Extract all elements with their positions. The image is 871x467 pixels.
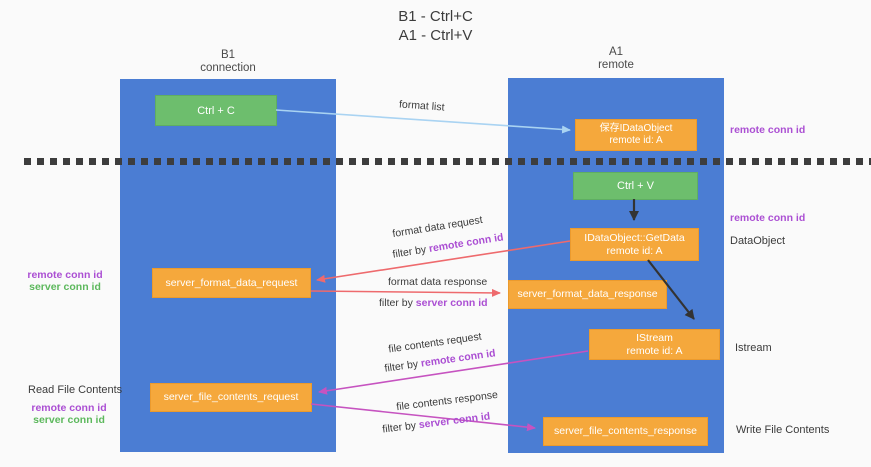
right-panel-subtitle: remote: [598, 59, 634, 71]
server-format-data-request-label: server_format_data_request: [165, 276, 298, 289]
filter-by-text: filter by: [381, 419, 420, 436]
server-file-contents-request-label: server_file_contents_request: [163, 391, 299, 404]
server-conn-id-highlight: server conn id: [418, 410, 491, 432]
server-file-contents-request-box: server_file_contents_request: [150, 383, 312, 412]
left-bottom-conn-ids: remote conn id server conn id: [24, 402, 114, 426]
arrow-format-data-response: [310, 288, 501, 297]
filter-by-text: filter by: [391, 243, 430, 261]
remote-conn-id-label-mid: remote conn id: [730, 212, 806, 224]
left-panel-name: B1: [220, 49, 236, 61]
write-file-contents-label: Write File Contents: [736, 424, 830, 436]
server-file-contents-response-box: server_file_contents_response: [543, 417, 708, 446]
ctrl-c-label: Ctrl + C: [197, 104, 235, 117]
remote-conn-id-label: remote conn id: [27, 269, 103, 281]
left-panel-subtitle: connection: [200, 62, 256, 74]
title-line-1: B1 - Ctrl+C: [398, 8, 473, 25]
format-list-label: format list: [398, 98, 445, 114]
ctrl-v-box: Ctrl + V: [573, 172, 698, 200]
filter-by-text: filter by: [383, 357, 422, 375]
format-data-response-label: format data response: [388, 276, 488, 288]
server-conn-id-highlight: server conn id: [415, 297, 488, 309]
remote-conn-id-highlight: remote conn id: [428, 231, 505, 255]
server-conn-id-label: server conn id: [33, 414, 105, 426]
left-top-conn-ids: remote conn id server conn id: [20, 269, 110, 293]
server-file-contents-response-label: server_file_contents_response: [553, 425, 697, 438]
server-conn-id-label: server conn id: [29, 281, 101, 293]
remote-conn-id-label: remote conn id: [31, 402, 107, 414]
istream-box: IStream remote id: A: [589, 329, 720, 360]
save-idataobject-line1: 保存IDataObject: [599, 122, 673, 134]
format-data-response-filter: filter by server conn id: [379, 297, 488, 309]
left-panel-header: B1 connection: [120, 49, 336, 75]
right-panel-header: A1 remote: [508, 46, 724, 72]
getdata-line2: remote id: A: [606, 244, 663, 257]
server-format-data-request-box: server_format_data_request: [152, 268, 311, 298]
remote-conn-id-highlight: remote conn id: [420, 347, 497, 370]
filter-by-text: filter by: [379, 297, 416, 309]
read-file-contents-label: Read File Contents: [28, 384, 123, 396]
file-contents-response-label: file contents response: [395, 388, 499, 414]
istream-side-label: Istream: [735, 342, 772, 354]
idataobject-getdata-box: IDataObject::GetData remote id: A: [570, 228, 699, 261]
ctrl-v-label: Ctrl + V: [617, 180, 654, 192]
ctrl-c-box: Ctrl + C: [155, 95, 277, 126]
dataobject-label: DataObject: [730, 235, 786, 247]
server-format-data-response-label: server_format_data_response: [517, 288, 658, 301]
file-contents-response-filter: filter by server conn id: [382, 410, 491, 435]
save-idataobject-line2: remote id: A: [609, 135, 663, 146]
title-line-2: A1 - Ctrl+V: [398, 27, 473, 44]
istream-line1: IStream: [636, 332, 673, 344]
istream-line2: remote id: A: [626, 344, 683, 357]
dashed-divider: [24, 158, 871, 165]
getdata-line1: IDataObject::GetData: [584, 232, 685, 244]
right-panel-name: A1: [608, 46, 624, 58]
remote-conn-id-label-top: remote conn id: [730, 124, 806, 136]
diagram-title: B1 - Ctrl+C A1 - Ctrl+V: [0, 7, 871, 45]
save-idataobject-box: 保存IDataObject remote id: A: [575, 119, 697, 151]
server-format-data-response-box: server_format_data_response: [508, 280, 667, 309]
